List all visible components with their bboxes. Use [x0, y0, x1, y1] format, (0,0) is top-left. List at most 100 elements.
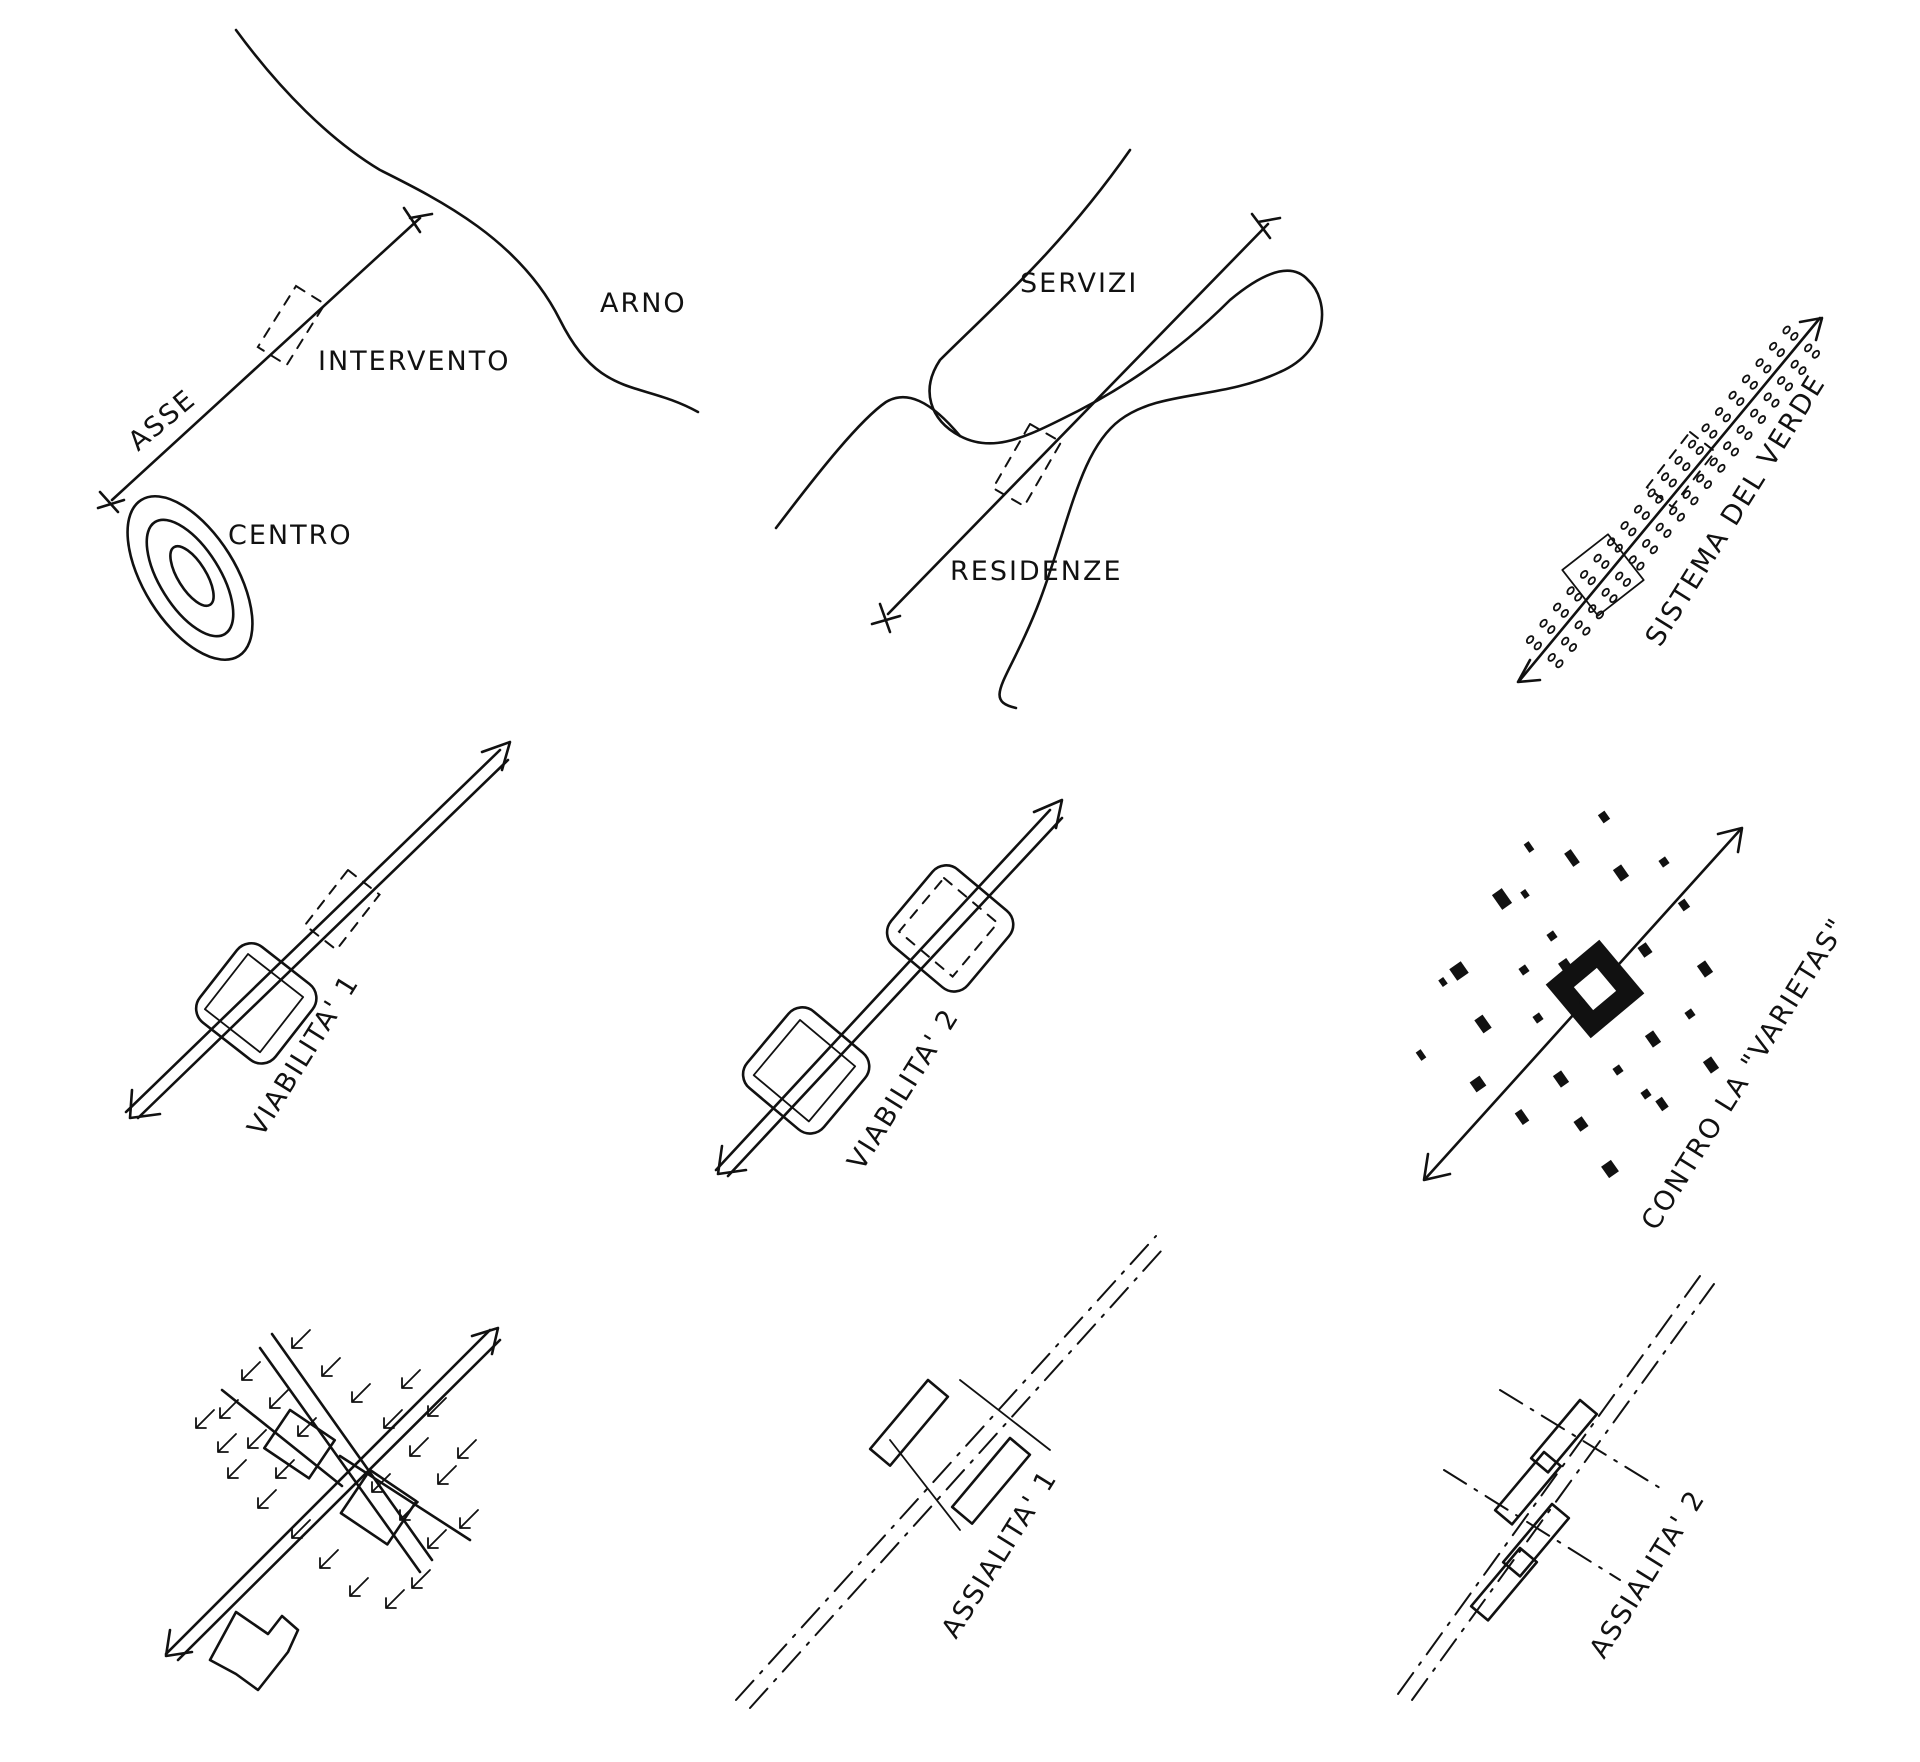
tree-dot: [1579, 570, 1589, 579]
tree-dot: [1547, 653, 1556, 662]
scattered-block: [1449, 961, 1469, 981]
tree-dot: [1587, 576, 1596, 586]
tree-dot: [1628, 527, 1637, 537]
tree-dot: [1539, 618, 1548, 628]
scattered-block: [1564, 849, 1580, 867]
tree-dot: [1695, 446, 1704, 455]
future-block-dashed: [303, 868, 381, 952]
services-axis-start-tick: [870, 602, 902, 634]
tree-dot: [1784, 382, 1794, 392]
tree-dot: [1574, 620, 1583, 630]
flow-arrow: [427, 1397, 447, 1417]
road-arrow-head: [480, 740, 512, 772]
flow-arrows: [195, 1329, 479, 1609]
tree-dot: [1750, 408, 1759, 418]
varietas-axis-tail: [1422, 1152, 1452, 1182]
sketch-viability-2: VIABILITA' 2: [714, 798, 1064, 1178]
cross-road-a: [270, 1332, 434, 1562]
tree-dot: [1690, 496, 1699, 506]
tree-dot: [1633, 504, 1643, 514]
flow-arrow: [217, 1433, 237, 1453]
scattered-block: [1523, 841, 1535, 853]
tree-dot: [1763, 364, 1772, 374]
frame-line: [889, 1439, 961, 1531]
tree-dot: [1768, 341, 1778, 351]
scattered-block: [1640, 1088, 1652, 1100]
tree-dot: [1561, 636, 1570, 646]
tree-dot: [1730, 447, 1740, 457]
tree-dot: [1647, 488, 1656, 498]
node-block-lower-inner: [752, 1019, 857, 1123]
tree-dot: [1722, 413, 1731, 423]
tree-dot: [1620, 521, 1629, 530]
tree-dot: [1703, 480, 1713, 489]
tree-dot: [1717, 463, 1726, 473]
tree-dot: [1701, 423, 1710, 433]
tree-dot: [1749, 380, 1758, 390]
tree-dot: [1525, 635, 1535, 644]
tree-dot: [1547, 625, 1556, 634]
tree-dot: [1533, 641, 1542, 651]
tree-dot: [1744, 431, 1753, 441]
tree-dot: [1755, 358, 1764, 367]
tree-dot: [1790, 359, 1799, 369]
tree-dot: [1568, 643, 1578, 652]
block-1: [262, 1408, 337, 1480]
axiality-2-label: ASSIALITA' 2: [1584, 1484, 1712, 1663]
frame-line-2: [959, 1379, 1051, 1451]
cross-axis-2: [1443, 1469, 1621, 1581]
tree-dot: [1763, 392, 1772, 402]
block-2: [339, 1468, 418, 1546]
sketch-viability-1: VIABILITA' 1: [124, 740, 512, 1142]
sketch-grid-arrows: [164, 1326, 502, 1692]
flow-arrow: [371, 1473, 391, 1493]
flow-arrow: [291, 1329, 311, 1349]
services-label: SERVIZI: [1020, 268, 1138, 299]
scattered-block: [1520, 889, 1530, 899]
sketch-green-system: SISTEMA DEL VERDE: [1516, 316, 1832, 684]
axis-dashdot-a: [1397, 1275, 1701, 1695]
services-intervention-area: [991, 422, 1063, 508]
central-square-inner: [1573, 967, 1617, 1011]
tree-dot: [1798, 366, 1807, 375]
flow-arrow: [437, 1465, 457, 1485]
green-dashed-area: [1645, 430, 1717, 509]
flow-arrow: [319, 1549, 339, 1569]
hatched-building-upper: [868, 1378, 950, 1467]
tree-dot: [1593, 553, 1602, 563]
hatched-building-2: [1493, 1450, 1563, 1526]
tree-dot: [1609, 594, 1618, 603]
hatched-building-3: [1501, 1502, 1571, 1578]
axis-dashdot-b: [749, 1249, 1163, 1709]
axis-dashdot-b: [1411, 1283, 1715, 1701]
sketch-services-residences: SERVIZI RESIDENZE: [774, 148, 1324, 710]
varietas-axis-arrow: [1716, 826, 1744, 854]
flow-arrow: [321, 1357, 341, 1377]
cross-axis-1: [1499, 1389, 1661, 1489]
scattered-block: [1597, 810, 1611, 824]
river-label: ARNO: [600, 288, 687, 319]
tree-dot: [1566, 586, 1575, 596]
scattered-block: [1491, 888, 1513, 910]
scattered-block: [1469, 1075, 1487, 1093]
tree-dot: [1736, 425, 1745, 434]
road-arrow-head: [1032, 798, 1064, 830]
axis-end-tick: [402, 206, 434, 234]
tree-dot: [1615, 571, 1624, 581]
main-road-arrow: [470, 1326, 500, 1356]
tree-dot: [1606, 537, 1616, 547]
scattered-block: [1578, 998, 1588, 1008]
green-axis-arrow: [1798, 316, 1824, 342]
scattered-block: [1702, 1056, 1720, 1074]
intervention-area: [256, 284, 327, 367]
tree-dot: [1601, 560, 1610, 569]
scattered-block: [1438, 977, 1448, 987]
sketch-axiality-2: ASSIALITA' 2: [1397, 1275, 1715, 1701]
tree-dot: [1655, 522, 1664, 532]
road-line-b: [136, 758, 510, 1120]
intervention-label: INTERVENTO: [318, 346, 510, 377]
tree-dot: [1682, 462, 1691, 472]
flow-arrow: [457, 1439, 477, 1459]
green-axis-line: [1518, 316, 1822, 682]
